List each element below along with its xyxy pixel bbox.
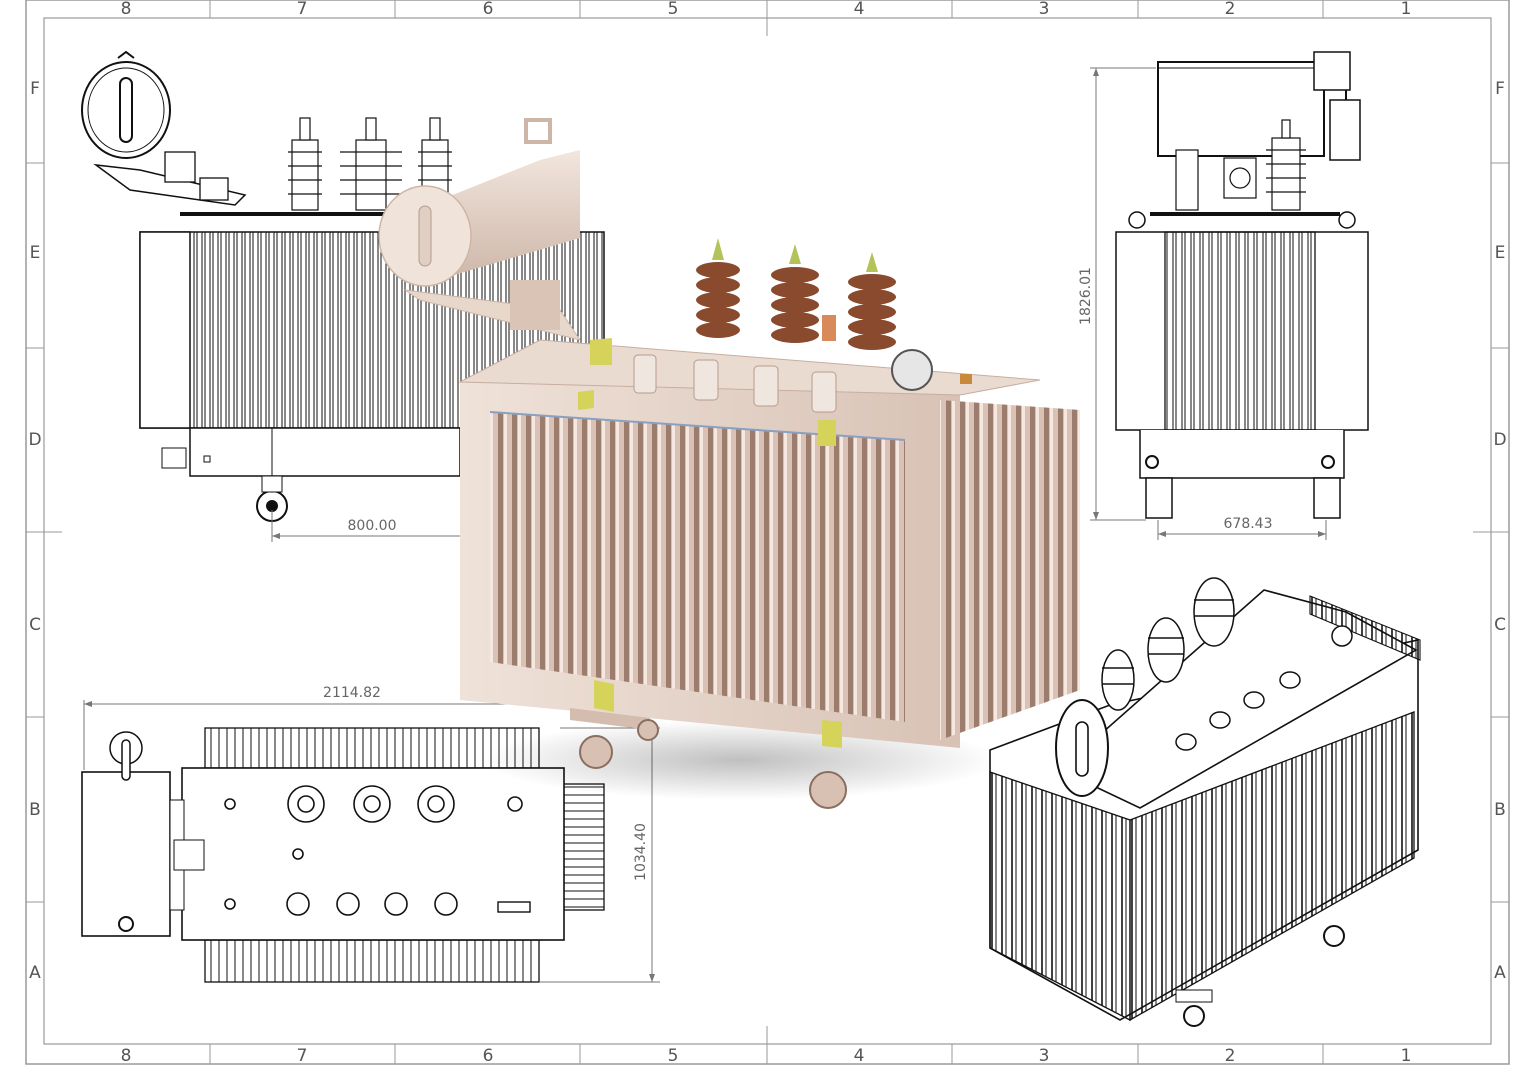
- zone-right-E: E: [1495, 243, 1506, 263]
- zone-top-6: 6: [483, 0, 494, 19]
- dimension-side-height: 1826.01: [1078, 67, 1156, 521]
- zone-left-B: B: [29, 800, 41, 820]
- zone-top-2: 2: [1225, 0, 1236, 19]
- top-plan-view: [81, 727, 605, 983]
- zone-left-D: D: [28, 430, 41, 450]
- dimension-label-2114: 2114.82: [323, 685, 381, 701]
- zone-right-D: D: [1493, 430, 1506, 450]
- zone-top-8: 8: [121, 0, 132, 19]
- zone-left-F: F: [30, 79, 40, 99]
- zone-right-F: F: [1495, 79, 1505, 99]
- isometric-line-view: [989, 577, 1421, 1027]
- zone-left-A: A: [29, 963, 41, 983]
- dimension-label-1034: 1034.40: [633, 823, 649, 881]
- zone-bottom-8: 8: [121, 1046, 132, 1066]
- zone-bottom-3: 3: [1039, 1046, 1050, 1066]
- zone-bottom-7: 7: [297, 1046, 308, 1066]
- zone-right-C: C: [1494, 615, 1506, 635]
- dimension-label-1826: 1826.01: [1078, 267, 1094, 325]
- zone-left-E: E: [30, 243, 41, 263]
- dimension-label-800: 800.00: [348, 518, 397, 534]
- zone-right-B: B: [1494, 800, 1506, 820]
- zone-top-4: 4: [854, 0, 865, 19]
- zone-top-7: 7: [297, 0, 308, 19]
- zone-left-C: C: [29, 615, 41, 635]
- rendered-transformer-3d: [378, 118, 1080, 809]
- zone-bottom-5: 5: [668, 1046, 679, 1066]
- zone-bottom-1: 1: [1401, 1046, 1412, 1066]
- dimension-front-wheel-spacing: 800.00: [271, 510, 470, 542]
- zone-top-3: 3: [1039, 0, 1050, 19]
- dimension-side-wheel-spacing: 678.43: [1157, 516, 1327, 540]
- zone-bottom-2: 2: [1225, 1046, 1236, 1066]
- zone-bottom-4: 4: [854, 1046, 865, 1066]
- zone-top-1: 1: [1401, 0, 1412, 19]
- drawing-frame: 8 7 6 5 4 3 2 1 8 7 6 5 4 3 2 1 F E D C …: [25, 0, 1510, 1066]
- zone-top-5: 5: [668, 0, 679, 19]
- zone-bottom-6: 6: [483, 1046, 494, 1066]
- dimension-label-678: 678.43: [1224, 516, 1273, 532]
- side-elevation-view: [1115, 51, 1369, 519]
- zone-right-A: A: [1494, 963, 1506, 983]
